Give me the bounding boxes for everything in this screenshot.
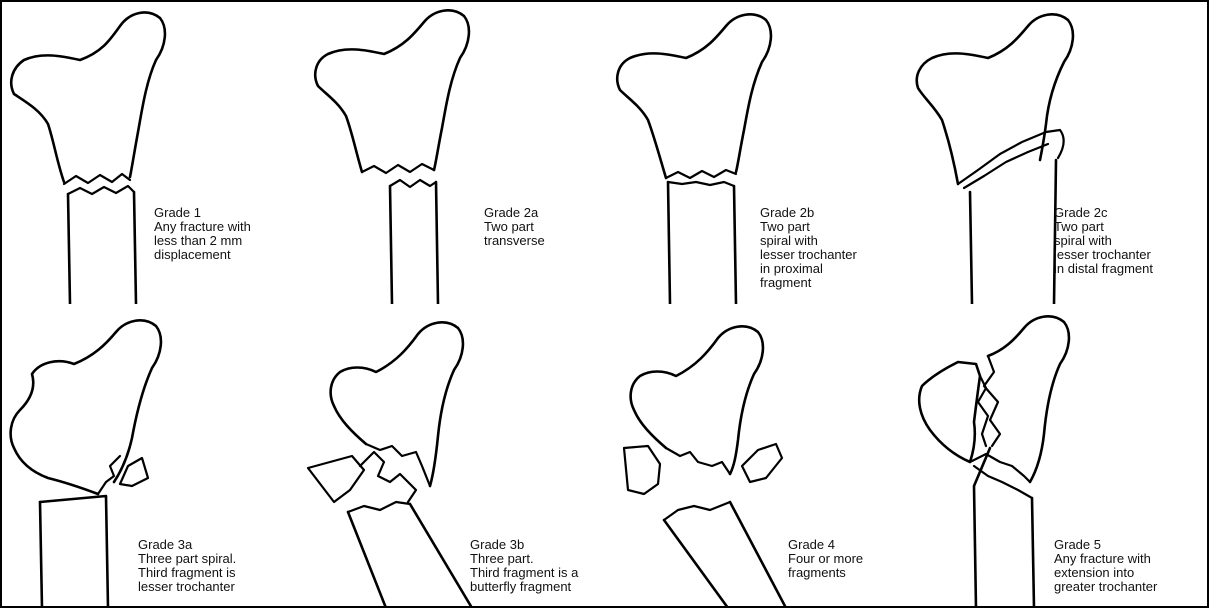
caption-line: fragment (760, 276, 857, 290)
caption-grade-4: Grade 4 Four or more fragments (788, 538, 863, 580)
caption-line: Two part (484, 220, 545, 234)
caption-title: Grade 1 (154, 206, 251, 220)
caption-line: Any fracture with (1054, 552, 1157, 566)
caption-grade-3b: Grade 3b Three part. Third fragment is a… (470, 538, 578, 594)
panel-grade-3b: Grade 3b Three part. Third fragment is a… (304, 306, 606, 608)
caption-line: greater trochanter (1054, 580, 1157, 594)
caption-line: lesser trochanter (138, 580, 236, 594)
caption-line: in distal fragment (1054, 262, 1153, 276)
caption-grade-3a: Grade 3a Three part spiral. Third fragme… (138, 538, 236, 594)
caption-title: Grade 3b (470, 538, 578, 552)
caption-line: lesser trochanter (1054, 248, 1153, 262)
caption-line: Third fragment is (138, 566, 236, 580)
caption-line: in proximal (760, 262, 857, 276)
femur-drawing-grade-1 (2, 2, 304, 304)
caption-title: Grade 2a (484, 206, 545, 220)
caption-line: spiral with (1054, 234, 1153, 248)
caption-title: Grade 2b (760, 206, 857, 220)
caption-line: spiral with (760, 234, 857, 248)
caption-line: Four or more (788, 552, 863, 566)
caption-grade-1: Grade 1 Any fracture with less than 2 mm… (154, 206, 251, 262)
panel-grade-4: Grade 4 Four or more fragments (606, 306, 908, 608)
caption-title: Grade 3a (138, 538, 236, 552)
panel-grade-2c: Grade 2c Two part spiral with lesser tro… (908, 2, 1209, 304)
panel-grade-1: Grade 1 Any fracture with less than 2 mm… (2, 2, 304, 304)
caption-grade-2c: Grade 2c Two part spiral with lesser tro… (1054, 206, 1153, 276)
caption-line: Two part (760, 220, 857, 234)
caption-grade-5: Grade 5 Any fracture with extension into… (1054, 538, 1157, 594)
caption-title: Grade 5 (1054, 538, 1157, 552)
panel-grade-5: Grade 5 Any fracture with extension into… (908, 306, 1209, 608)
panel-grade-2a: Grade 2a Two part transverse (304, 2, 606, 304)
caption-line: displacement (154, 248, 251, 262)
caption-title: Grade 4 (788, 538, 863, 552)
caption-line: Three part. (470, 552, 578, 566)
caption-title: Grade 2c (1054, 206, 1153, 220)
caption-line: Third fragment is a (470, 566, 578, 580)
caption-line: transverse (484, 234, 545, 248)
caption-line: Three part spiral. (138, 552, 236, 566)
femur-drawing-grade-2b (606, 2, 908, 304)
caption-line: fragments (788, 566, 863, 580)
panel-grade-2b: Grade 2b Two part spiral with lesser tro… (606, 2, 908, 304)
caption-line: butterfly fragment (470, 580, 578, 594)
caption-line: lesser trochanter (760, 248, 857, 262)
caption-line: less than 2 mm (154, 234, 251, 248)
caption-grade-2a: Grade 2a Two part transverse (484, 206, 545, 248)
femur-drawing-grade-2a (304, 2, 606, 304)
caption-grade-2b: Grade 2b Two part spiral with lesser tro… (760, 206, 857, 290)
caption-line: Any fracture with (154, 220, 251, 234)
caption-line: Two part (1054, 220, 1153, 234)
panel-grade-3a: Grade 3a Three part spiral. Third fragme… (2, 306, 304, 608)
caption-line: extension into (1054, 566, 1157, 580)
